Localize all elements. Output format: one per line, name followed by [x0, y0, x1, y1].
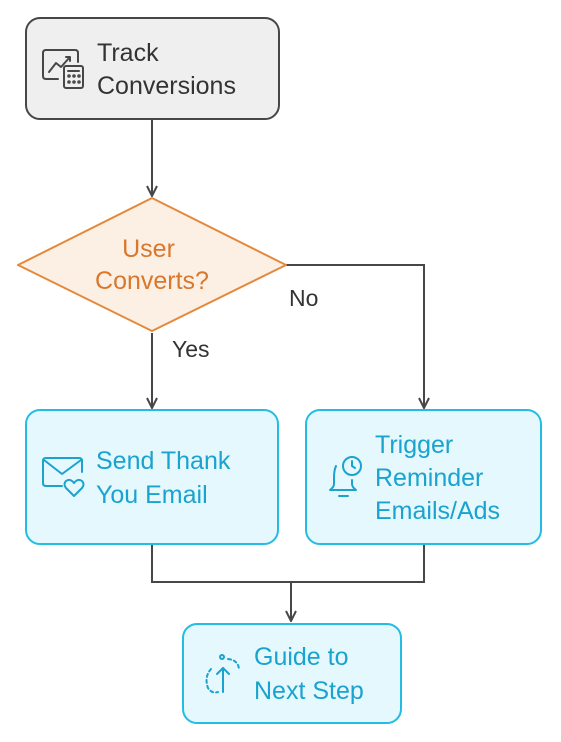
- edge-thankyou-merge: [151, 545, 291, 583]
- decision-line-2: Converts?: [95, 267, 209, 295]
- node-thankyou-box: [25, 409, 279, 545]
- svg-text:User Converts?: User Converts?: [95, 235, 209, 295]
- svg-text:Trigger Reminder E: Trigger Reminder Emails/Ads: [375, 431, 500, 525]
- bell-clock-icon: [329, 456, 362, 497]
- yes-label: Yes: [172, 336, 210, 362]
- node-guide-box: [182, 623, 402, 724]
- track-line-1: Track: [97, 39, 159, 67]
- track-line-2: Conversions: [97, 72, 236, 100]
- guide-line-2: Next Step: [254, 677, 364, 705]
- svg-text:Guide to Next Step: Guide to Next Step: [254, 643, 364, 705]
- reminder-line-2: Reminder: [375, 464, 483, 492]
- no-label: No: [289, 285, 318, 311]
- edge-reminder-merge: [291, 545, 425, 583]
- edges: [152, 120, 424, 621]
- thankyou-line-1: Send Thank: [96, 447, 231, 475]
- thankyou-line-2: You Email: [96, 481, 208, 509]
- guide-arrow-icon: [205, 654, 240, 694]
- node-trigger-reminder: Trigger Reminder Emails/Ads: [305, 409, 542, 545]
- node-send-thank-you: Send Thank You Email: [25, 409, 279, 545]
- node-track-conversions: Track Conversions: [25, 17, 280, 120]
- calculator-chart-icon: [42, 49, 84, 89]
- decision-diamond: [17, 197, 287, 332]
- node-reminder-box: [305, 409, 542, 545]
- svg-text:Send Thank You Email: Send Thank You Email: [96, 447, 237, 509]
- node-guide-next-step: Guide to Next Step: [182, 623, 402, 724]
- node-user-converts: User Converts?: [17, 197, 287, 332]
- reminder-line-1: Trigger: [375, 431, 453, 459]
- email-heart-icon: [42, 457, 85, 497]
- svg-text:Track Conversions: Track Conversions: [97, 39, 236, 100]
- decision-line-1: User: [122, 235, 175, 263]
- reminder-line-3: Emails/Ads: [375, 497, 500, 525]
- guide-line-1: Guide to: [254, 643, 349, 671]
- node-track-box: [25, 17, 280, 120]
- edge-decision-no: [286, 264, 424, 408]
